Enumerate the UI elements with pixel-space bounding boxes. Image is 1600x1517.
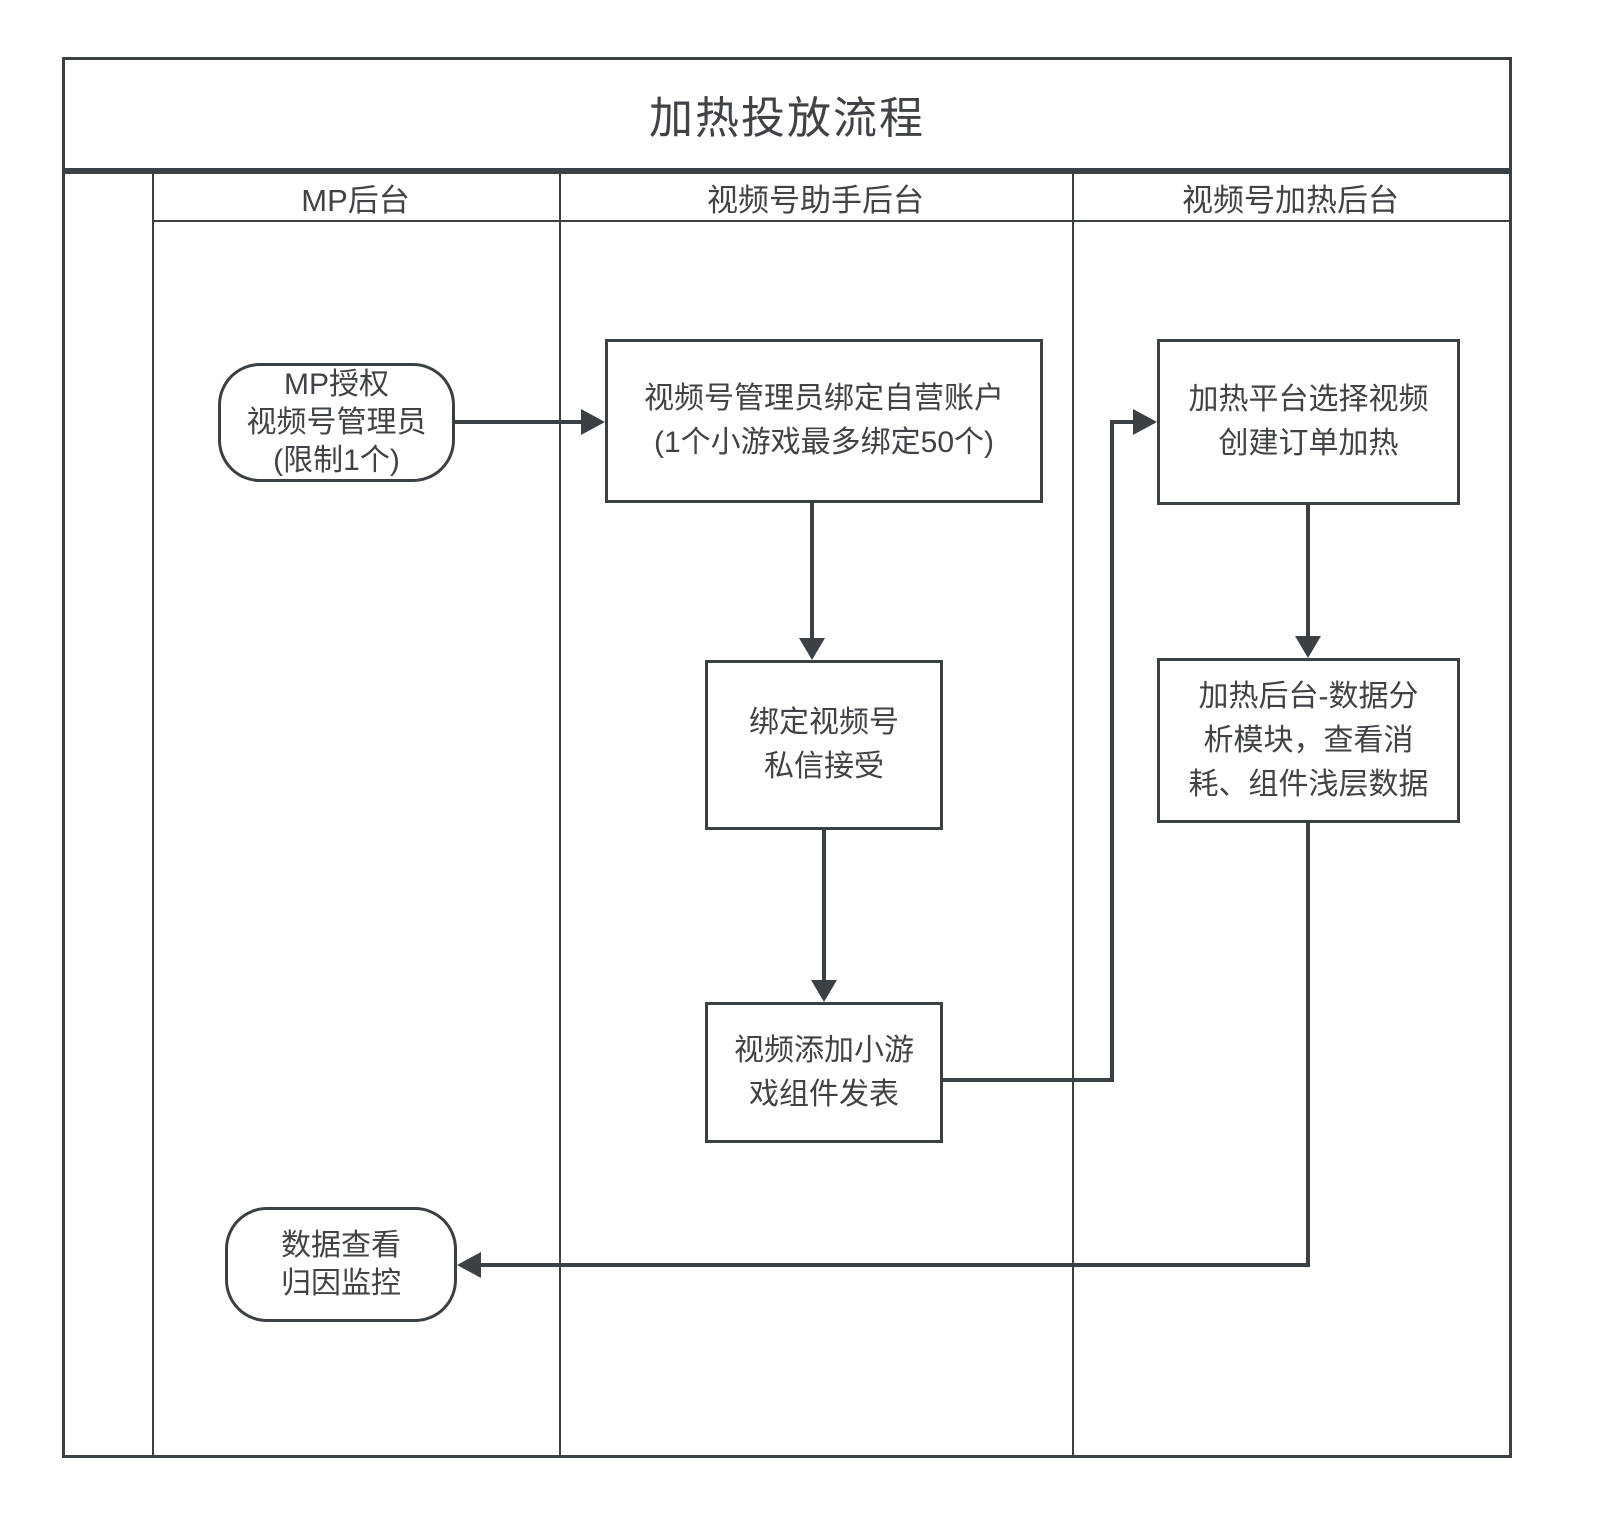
lane-divider (1072, 174, 1074, 1455)
node-text-line: 加热后台-数据分 (1198, 679, 1419, 713)
node-create-heating-order: 加热平台选择视频 创建订单加热 (1157, 339, 1460, 505)
node-text-line: (1个小游戏最多绑定50个) (653, 426, 995, 459)
arrowhead-right-icon (581, 409, 605, 435)
lane-header-channels-heating: 视频号加热后台 (1182, 182, 1399, 218)
arrowhead-right-icon (1133, 409, 1157, 435)
node-text-line: MP授权 (284, 367, 389, 401)
node-bind-channel-dm: 绑定视频号 私信接受 (705, 660, 943, 830)
edge-publish-to-order-segment (1110, 420, 1135, 424)
node-publish-video-component: 视频添加小游 戏组件发表 (705, 1002, 943, 1143)
node-text-line: 数据查看 (281, 1228, 401, 1262)
arrowhead-left-icon (457, 1252, 481, 1278)
edge-publish-to-order-segment (1110, 420, 1114, 1082)
lane-divider (559, 174, 561, 1455)
node-text-line: 视频添加小游 (734, 1033, 914, 1067)
node-text-line: 耗、组件浅层数据 (1188, 767, 1429, 801)
node-bind-self-account: 视频号管理员绑定自营账户 (1个小游戏最多绑定50个) (605, 339, 1043, 503)
lane-header-channels-assistant: 视频号助手后台 (707, 182, 924, 218)
node-mp-authorize: MP授权 视频号管理员 (限制1个) (218, 363, 455, 482)
node-text-line: 创建订单加热 (1218, 427, 1399, 460)
edge-bind-to-dm-segment (810, 503, 814, 638)
arrowhead-down-icon (799, 638, 825, 660)
edge-analysis-to-monitor-segment (479, 1263, 1310, 1267)
node-data-analysis-module: 加热后台-数据分 析模块，查看消 耗、组件浅层数据 (1157, 658, 1460, 823)
node-text-line: 戏组件发表 (749, 1077, 899, 1111)
diagram-title-container: 加热投放流程 (62, 57, 1512, 171)
edge-publish-to-order-segment (943, 1078, 1114, 1082)
lane-header-mp: MP后台 (301, 182, 410, 218)
edge-analysis-to-monitor-segment (1306, 823, 1310, 1267)
node-text-line: 视频号管理员绑定自营账户 (644, 382, 1004, 415)
node-text-line: (限制1个) (273, 443, 400, 477)
edge-auth-to-bind-segment (455, 420, 583, 424)
node-text-line: 归因监控 (281, 1266, 401, 1300)
arrowhead-down-icon (1295, 636, 1321, 658)
node-text-line: 视频号管理员 (246, 405, 427, 439)
pool-gutter-divider (152, 174, 154, 1455)
node-text-line: 绑定视频号 (749, 706, 899, 739)
diagram-title: 加热投放流程 (649, 94, 925, 143)
node-text-line: 析模块，查看消 (1203, 723, 1414, 757)
node-text-line: 加热平台选择视频 (1188, 383, 1429, 416)
node-text-line: 私信接受 (764, 750, 884, 783)
node-data-monitoring: 数据查看 归因监控 (225, 1207, 457, 1322)
edge-dm-to-publish-segment (822, 830, 826, 980)
lane-header-underline (152, 220, 1509, 222)
edge-order-to-analysis-segment (1306, 505, 1310, 636)
arrowhead-down-icon (811, 980, 837, 1002)
